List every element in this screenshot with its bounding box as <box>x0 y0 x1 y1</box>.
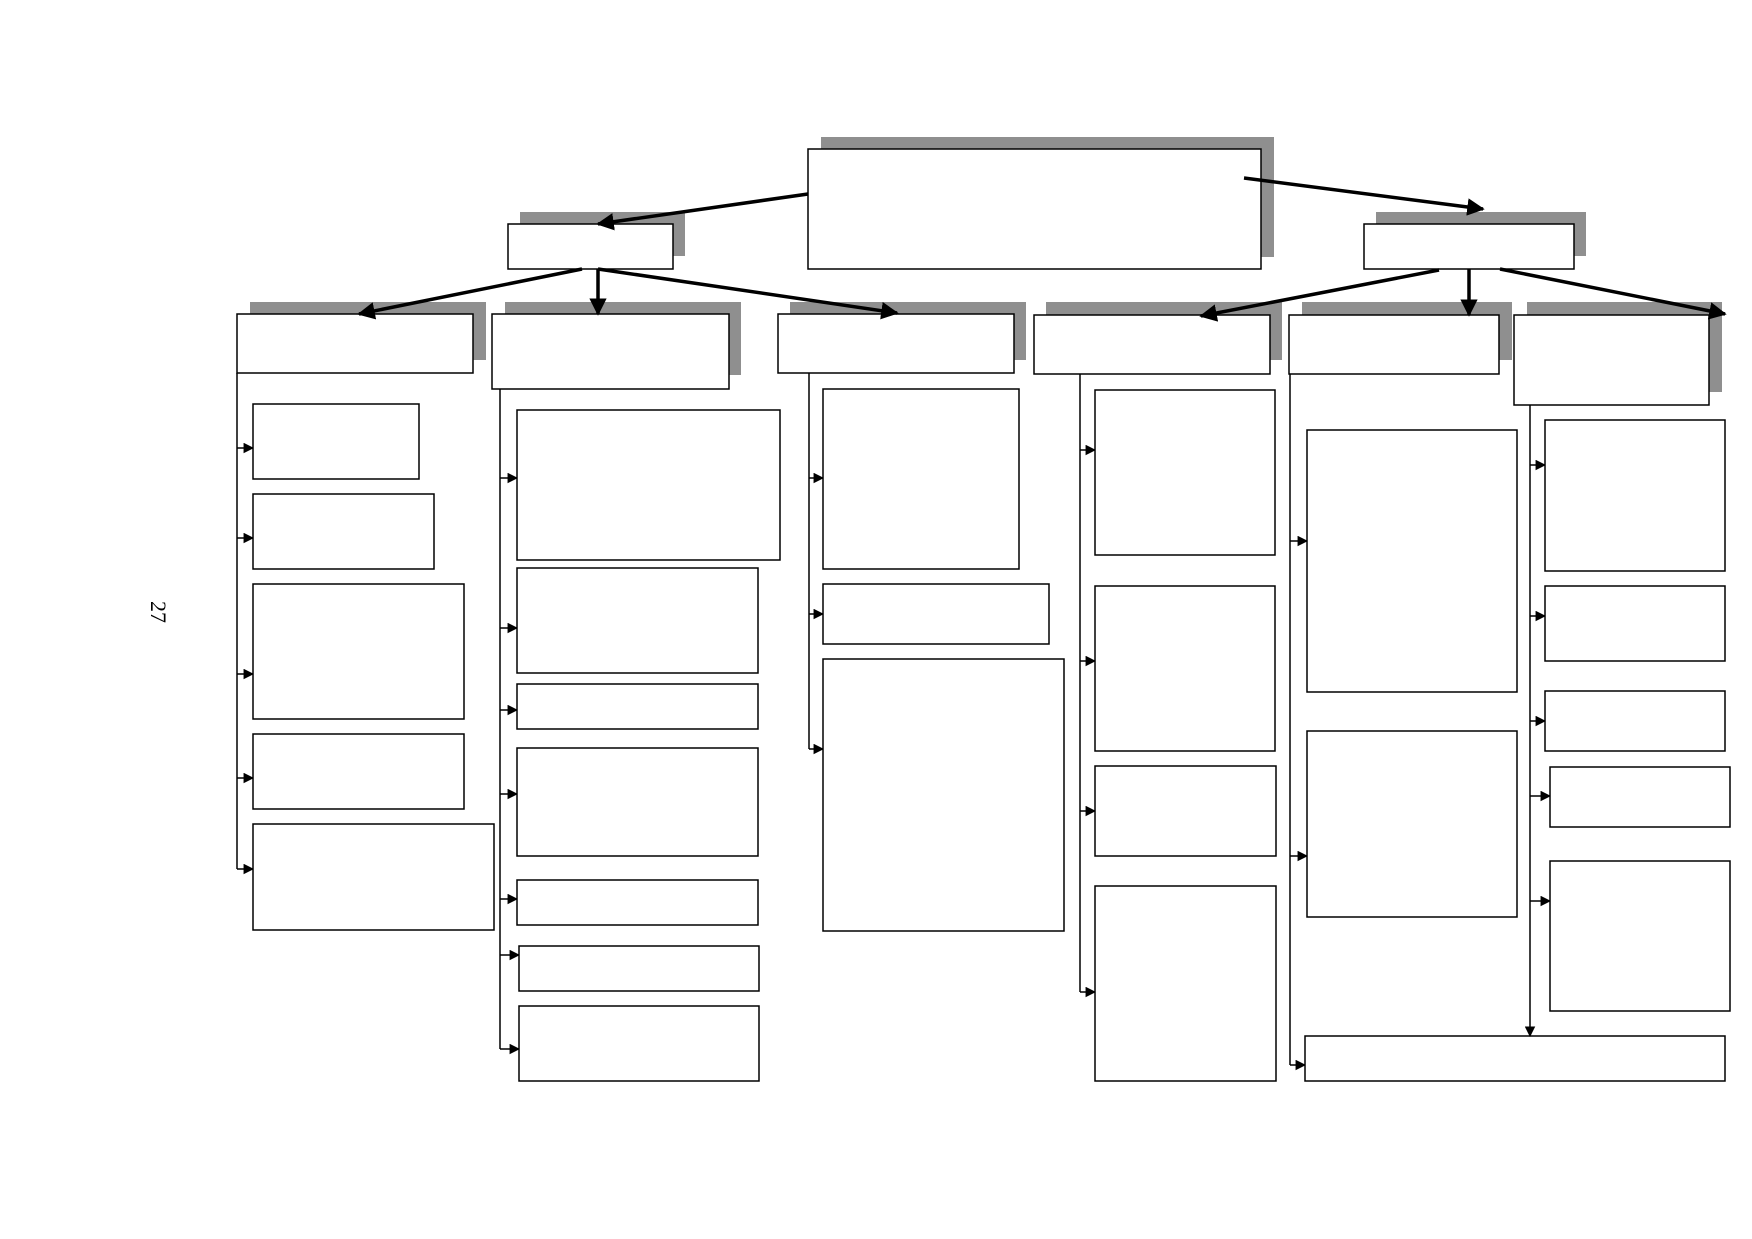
department-5-item-box <box>1306 429 1518 693</box>
department-header-4 <box>1033 302 1282 375</box>
department-2-item-box <box>516 683 759 730</box>
branch-right-box <box>1363 223 1575 270</box>
branch-node-right <box>1363 212 1586 270</box>
department-5-box <box>1288 314 1500 375</box>
department-2-item-box <box>516 409 781 561</box>
department-6-item-box <box>1544 585 1726 662</box>
root-to-right-branch-arrow <box>1243 176 1485 216</box>
page-number: 27 <box>146 601 171 623</box>
department-3-item-box <box>822 583 1050 645</box>
department-6-item-box <box>1544 690 1726 752</box>
department-4-item-box <box>1094 389 1276 556</box>
department-header-2 <box>491 302 741 390</box>
department-2-item-box <box>518 1005 760 1082</box>
department-3-item-box <box>822 388 1020 570</box>
department-4-item-box <box>1094 765 1277 857</box>
department-2-item-box <box>516 567 759 674</box>
department-1-item-box <box>252 733 465 810</box>
root-box <box>807 148 1262 270</box>
department-2-item-box <box>516 879 759 926</box>
department-1-box <box>236 313 474 374</box>
department-2-item-box <box>516 747 759 857</box>
department-6-item-box <box>1549 860 1731 1012</box>
department-3-box <box>777 313 1015 374</box>
root-node <box>807 137 1274 270</box>
department-1-item-box <box>252 823 495 931</box>
right-branch-to-department-4-arrow <box>1199 268 1440 322</box>
department-4-item-box <box>1094 885 1277 1082</box>
department-5-item-box <box>1306 730 1518 918</box>
department-5-item-box <box>1304 1035 1726 1082</box>
department-6-box <box>1513 314 1710 406</box>
root-to-left-branch-arrow <box>596 192 809 231</box>
branch-left-box <box>507 223 674 270</box>
department-1-item-box <box>252 583 465 720</box>
branch-node-left <box>507 212 685 270</box>
department-4-box <box>1033 314 1271 375</box>
left-branch-to-department-1-arrow <box>357 267 583 320</box>
department-1-item-box <box>252 403 420 480</box>
department-header-6 <box>1513 302 1722 406</box>
department-6-item-box <box>1544 419 1726 572</box>
department-4-item-box <box>1094 585 1276 752</box>
department-header-5 <box>1288 302 1512 375</box>
department-3-item-box <box>822 658 1065 932</box>
department-6-item-box <box>1549 766 1731 828</box>
left-branch-to-department-3-arrow <box>597 267 899 320</box>
department-1-item-box <box>252 493 435 570</box>
department-header-3 <box>777 302 1026 374</box>
department-2-box <box>491 313 730 390</box>
right-branch-to-department-6-arrow <box>1499 267 1727 320</box>
department-2-item-box <box>518 945 760 992</box>
